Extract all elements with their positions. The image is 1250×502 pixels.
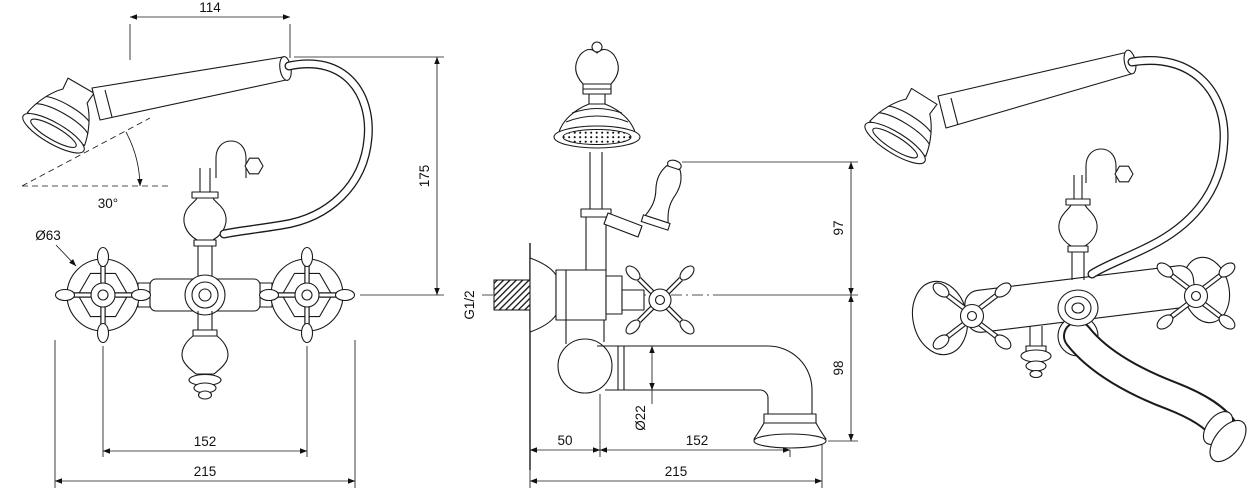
cradle-bracket-side xyxy=(575,41,619,95)
lever-handle-side xyxy=(640,159,682,231)
cross-handle-left xyxy=(54,246,152,344)
dim-overall-width: 215 xyxy=(54,340,356,488)
column-side xyxy=(580,152,643,270)
diverter-knob xyxy=(184,274,226,316)
dim-spout-reach: 152 xyxy=(599,433,791,457)
dim-label-152-side: 152 xyxy=(686,433,709,448)
ornament-3d xyxy=(1020,326,1052,379)
handshower-handle xyxy=(91,56,292,121)
dim-overall-depth: 215 xyxy=(529,444,823,488)
dim-label-97: 97 xyxy=(831,220,846,235)
dim-handle-width: 114 xyxy=(129,0,291,60)
dim-label-215-front: 215 xyxy=(194,464,217,479)
handshower-handle-3d xyxy=(937,49,1137,129)
spout-3d xyxy=(1057,315,1247,463)
dim-label-d63: Ø63 xyxy=(35,228,61,243)
cradle-nut xyxy=(244,157,264,175)
handshower-head xyxy=(22,77,95,154)
dim-label-152-front: 152 xyxy=(194,434,217,449)
valve-body-front xyxy=(137,274,273,316)
column-3d xyxy=(1058,148,1134,280)
cross-handle-right-3d xyxy=(1156,262,1236,330)
perspective-view xyxy=(864,49,1247,463)
dim-label-30deg: 30° xyxy=(98,196,118,211)
handshower-head-3d xyxy=(864,87,938,165)
dim-label-g12: G1/2 xyxy=(462,290,477,319)
angle-annotation: 30° xyxy=(21,117,168,211)
diverter-knob-3d xyxy=(1057,289,1099,327)
diameter-annotation-63: Ø63 xyxy=(35,228,77,267)
spout-side xyxy=(557,320,827,449)
shower-hose xyxy=(219,59,373,239)
dim-label-d22: Ø22 xyxy=(633,405,648,431)
dim-label-215-side: 215 xyxy=(665,464,688,479)
front-column-cradle xyxy=(183,140,264,279)
front-view: 114 175 30° Ø63 152 xyxy=(21,0,444,488)
inlet-thread-stub xyxy=(493,279,531,311)
dim-label-50: 50 xyxy=(557,433,572,448)
spray-face xyxy=(562,129,632,145)
spout-front-ornament xyxy=(181,311,229,400)
lever-base xyxy=(603,212,643,238)
dim-center-distance: 152 xyxy=(102,346,308,457)
dim-label-175: 175 xyxy=(417,165,432,188)
cross-handle-side xyxy=(625,265,695,335)
valve-body-side xyxy=(529,257,645,333)
cross-handle-right xyxy=(260,248,355,343)
dim-top-to-center: 97 xyxy=(682,161,858,296)
dim-label-98: 98 xyxy=(831,360,846,375)
dim-overall-height: 175 xyxy=(294,56,444,296)
cross-handle-left-3d xyxy=(932,282,1012,350)
dim-label-114: 114 xyxy=(199,0,221,15)
dim-wall-offset: 50 xyxy=(529,394,601,488)
shower-head-side xyxy=(553,93,641,149)
shower-hose-3d xyxy=(1087,56,1229,279)
dim-center-to-spout: 98 xyxy=(828,294,858,442)
side-view: G1/2 Ø22 97 98 50 152 xyxy=(462,41,858,488)
diameter-annotation-22: Ø22 xyxy=(633,345,655,431)
